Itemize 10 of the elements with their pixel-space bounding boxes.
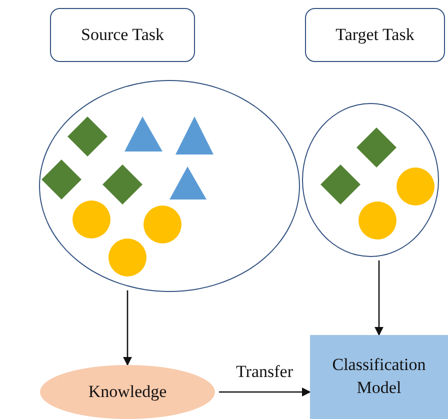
node-label: Knowledge	[87, 380, 168, 403]
model-box	[310, 335, 448, 419]
node-label: Source Task	[80, 24, 165, 46]
task-box	[50, 8, 195, 62]
node-label: Target Task	[334, 24, 416, 46]
task-box	[305, 8, 445, 62]
arrow	[219, 387, 311, 397]
arrow	[374, 260, 384, 336]
node-label: Classification Model	[331, 354, 427, 399]
arrow	[122, 290, 132, 366]
